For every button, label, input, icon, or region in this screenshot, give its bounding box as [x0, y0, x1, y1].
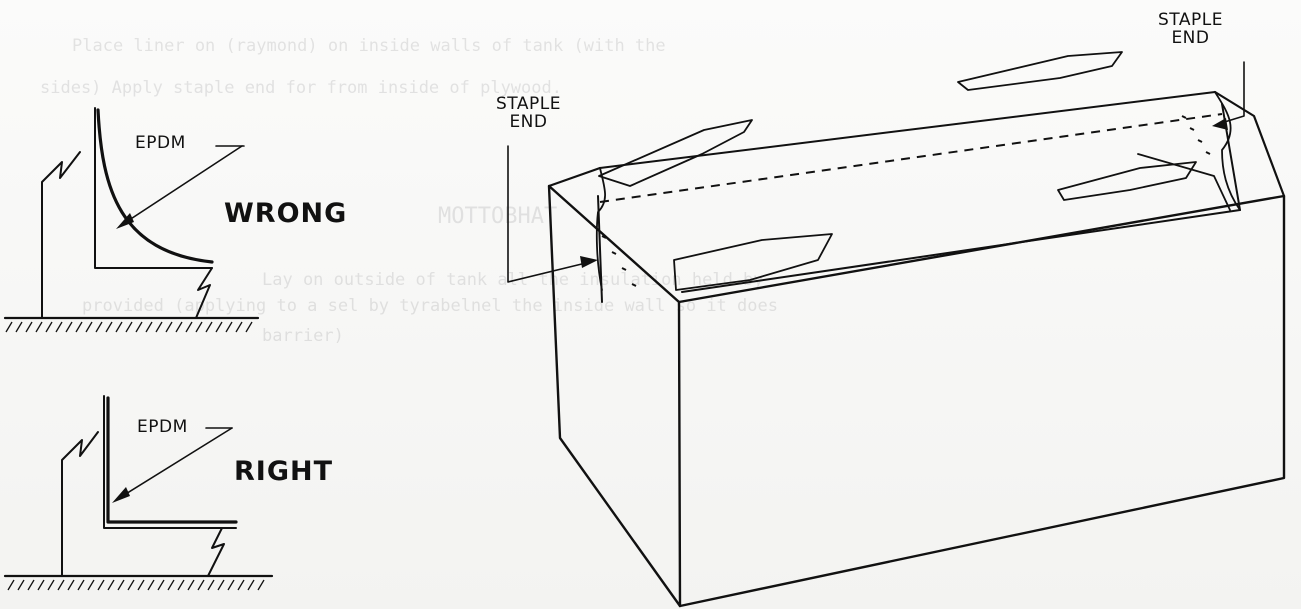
- show-through-line-3: MOTTOBHAT: [438, 204, 558, 229]
- wrong-ground-hatching: [5, 321, 253, 333]
- wrong-leader-line: [119, 145, 243, 227]
- right-ground-hatching: [7, 579, 265, 591]
- liner-flap-left-back: [598, 119, 753, 187]
- staple-marks-right: [1181, 115, 1211, 155]
- right-wall-inner: [103, 395, 237, 529]
- left-staple-arrowhead: [580, 256, 598, 268]
- tank-rim-right: [1213, 90, 1286, 198]
- wrong-verdict-label: WRONG: [224, 198, 348, 229]
- tank-left-end-face: [547, 184, 682, 608]
- liner-flap-right-front: [1057, 161, 1197, 201]
- left-staple-leader: [507, 145, 591, 283]
- tank-front-face: [677, 194, 1286, 608]
- show-through-line-5: provided (applying to a sel by tyrabelne…: [82, 296, 778, 316]
- right-detail: [3, 395, 274, 591]
- tank-inner-front-rim: [681, 209, 1241, 293]
- show-through-line-6: barrier): [262, 326, 344, 346]
- wrong-detail: [3, 107, 260, 333]
- liner-right-fold: [1214, 91, 1241, 211]
- right-epdm-label: EPDM: [137, 417, 188, 437]
- liner-flap-left-front: [673, 233, 833, 291]
- left-staple-end-label: STAPLE END: [496, 94, 561, 132]
- show-through-line-2: sides) Apply staple end for from inside …: [40, 78, 562, 98]
- show-through-line-4: Lay on outside of tank all the insulatio…: [262, 270, 764, 290]
- wrong-wall-inner: [94, 107, 213, 269]
- right-verdict-label: RIGHT: [234, 456, 334, 487]
- wrong-epdm-label: EPDM: [135, 133, 186, 153]
- right-leader-line: [115, 427, 233, 501]
- liner-flap-right-back: [957, 51, 1123, 91]
- right-staple-arrowhead: [1212, 118, 1228, 130]
- wrong-epdm-liner: [96, 108, 214, 264]
- wrong-leader-arrowhead: [116, 213, 134, 229]
- right-leader-arrowhead: [112, 487, 130, 503]
- left-staple-end-line2: END: [509, 111, 548, 132]
- right-floor-break: [207, 527, 225, 577]
- left-staple-end-line1: STAPLE: [496, 94, 561, 114]
- tank-back-rim: [599, 91, 1216, 169]
- right-staple-end-line2: END: [1171, 27, 1210, 48]
- tank-rim-left: [547, 166, 602, 188]
- right-staple-end-label: STAPLE END: [1158, 10, 1223, 48]
- right-epdm-liner: [106, 396, 238, 524]
- wrong-floor-break: [195, 267, 213, 319]
- tank-hidden-bottom-line: [599, 113, 1223, 203]
- right-staple-leader: [1217, 61, 1245, 125]
- liner-left-fold: [595, 167, 606, 291]
- right-staple-end-line1: STAPLE: [1158, 10, 1223, 30]
- wrong-wall-outline: [41, 151, 81, 319]
- right-wall-outline: [61, 431, 99, 577]
- show-through-line-1: Place liner on (raymond) on inside walls…: [72, 36, 666, 56]
- tank-drawing: [507, 51, 1286, 608]
- staple-marks-left: [601, 235, 637, 287]
- liner-right-inner-edge: [1137, 153, 1231, 211]
